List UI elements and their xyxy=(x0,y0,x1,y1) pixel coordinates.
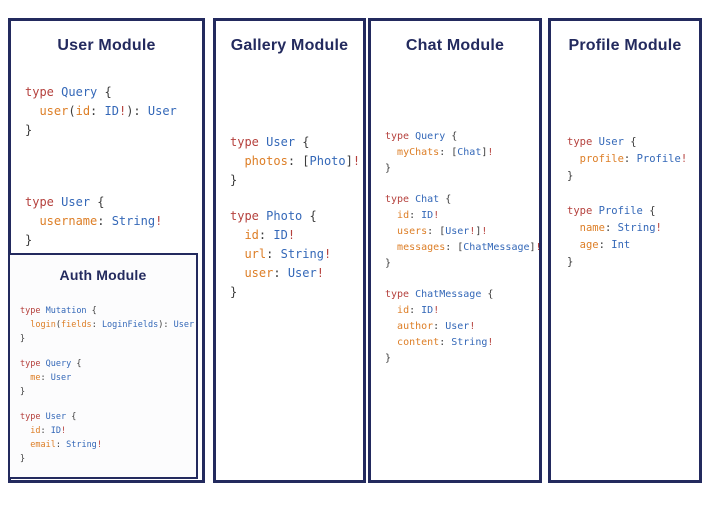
panel-auth-module: Auth Module type Mutation { login(fields… xyxy=(8,253,198,479)
schema-code: type Query { user(id: ID!): User} type Us… xyxy=(11,83,202,250)
panel-title: Chat Module xyxy=(405,37,505,54)
panel-title: User Module xyxy=(57,37,156,54)
code-block: type Query { user(id: ID!): User} xyxy=(25,85,177,137)
code-block: type Query { me: User} xyxy=(20,359,82,397)
schema-code: type Mutation { login(fields: LoginField… xyxy=(10,304,196,466)
panel-gallery-module: Gallery Module type User { photos: [Phot… xyxy=(213,18,366,483)
code-block: type Profile { name: String! age: Int} xyxy=(567,205,662,268)
panel-title: Profile Module xyxy=(568,37,682,54)
panel-profile-module: Profile Module type User { profile: Prof… xyxy=(548,18,702,483)
code-block: type Query { myChats: [Chat]!} xyxy=(385,131,494,174)
panel-title: Gallery Module xyxy=(230,37,349,54)
schema-code: type User { photos: [Photo]!} type Photo … xyxy=(216,133,363,302)
code-block: type User { username: String!} xyxy=(25,195,163,247)
schema-code: type User { profile: Profile!} type Profi… xyxy=(551,134,699,271)
code-block: type Chat { id: ID! users: [User!]! mess… xyxy=(385,194,542,269)
code-block: type Photo { id: ID! url: String! user: … xyxy=(230,209,332,299)
schema-code: type Query { myChats: [Chat]!} type Chat … xyxy=(371,129,542,367)
code-block: type User { id: ID! email: String!} xyxy=(20,412,102,464)
code-block: type User { profile: Profile!} xyxy=(567,136,688,182)
code-block: type Mutation { login(fields: LoginField… xyxy=(20,306,195,344)
code-block: type ChatMessage { id: ID! author: User!… xyxy=(385,289,494,364)
panel-title: Auth Module xyxy=(59,267,147,283)
panel-chat-module: Chat Module type Query { myChats: [Chat]… xyxy=(368,18,542,483)
code-block: type User { photos: [Photo]!} xyxy=(230,135,361,187)
